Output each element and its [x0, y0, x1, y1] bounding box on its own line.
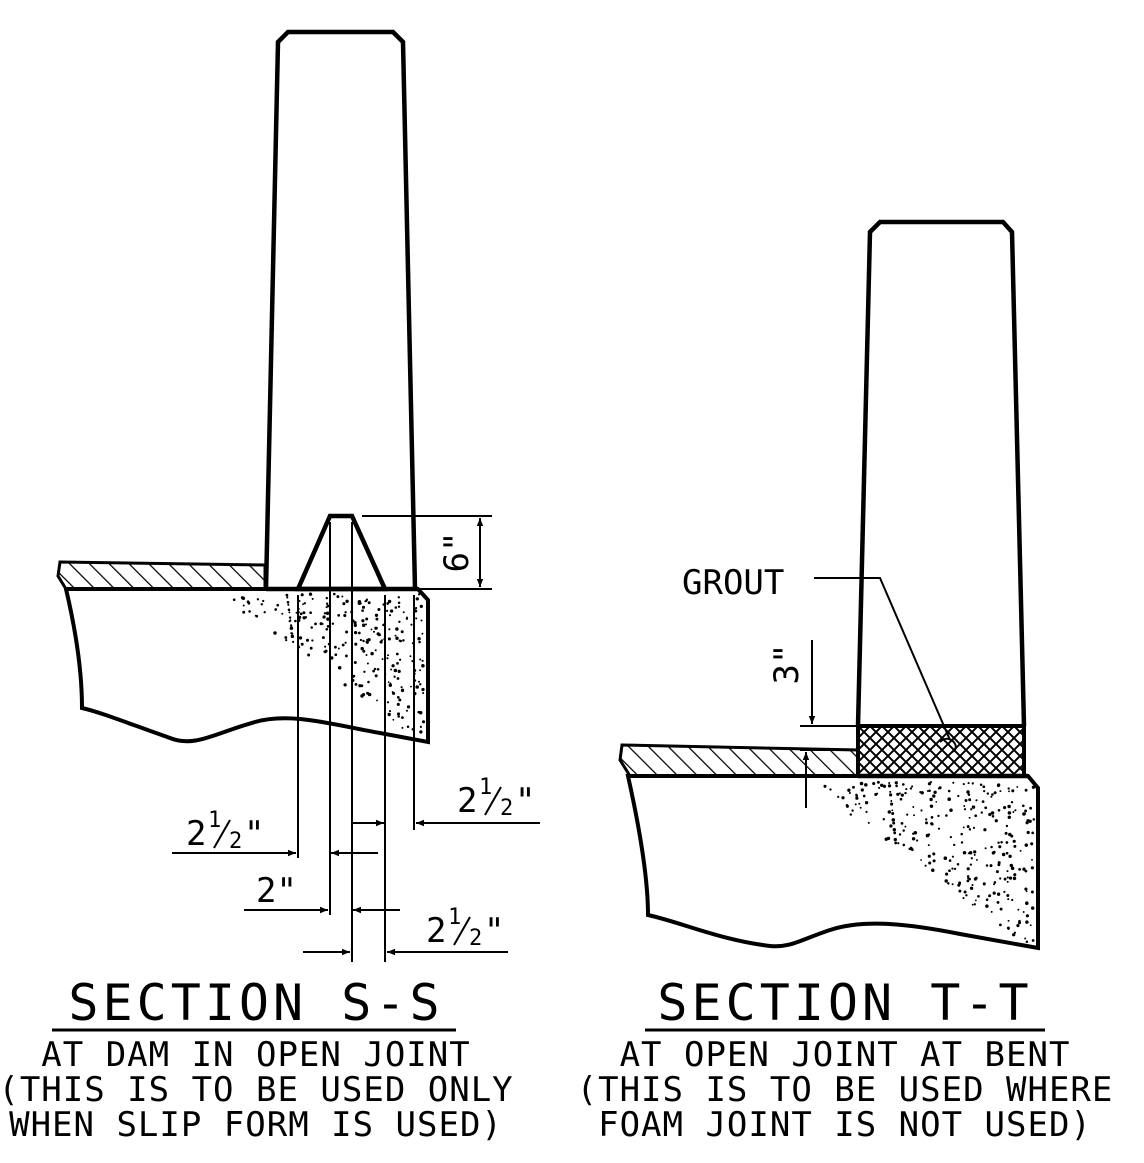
ss-title: SECTION S-S: [68, 974, 443, 1032]
tt-subtitle-line-2: (THIS IS TO BE USED WHERE: [577, 1070, 1114, 1110]
tt-dim-3in-label: 3": [767, 644, 807, 685]
tt-grout-leader: [814, 577, 951, 741]
ss-dim-6in-label: 6": [437, 532, 477, 573]
svg-text:1: 1: [208, 808, 221, 833]
ss-dim-arrows: [172, 819, 540, 956]
ss-dim-dam-width: 2": [256, 871, 297, 911]
svg-text:2: 2: [500, 796, 513, 821]
ss-concrete-stipple: [232, 592, 426, 734]
tt-concrete-stipple: [823, 780, 1036, 944]
ss-deck-overlay-hatch: [56, 560, 267, 591]
tt-subtitle-line-1: AT OPEN JOINT AT BENT: [620, 1035, 1071, 1075]
ss-dim-center-gap: 2 1 2 ": [426, 905, 504, 951]
section-ss: 6" 2 1 2 " 2 1 2 " 2" 2: [0, 29, 540, 1145]
section-tt: GROUT 3" SECTION T-T AT OPEN JOINT AT BE…: [577, 219, 1114, 1145]
ss-dim-right-outer: 2 1 2 ": [457, 775, 535, 821]
svg-text:2: 2: [457, 781, 477, 821]
ss-dim-left-outer: 2 1 2 ": [186, 808, 264, 854]
tt-title: SECTION T-T: [657, 974, 1032, 1032]
svg-text:": ": [484, 911, 504, 951]
svg-text:": ": [244, 814, 264, 854]
ss-subtitle-line-2: (THIS IS TO BE USED ONLY: [0, 1070, 514, 1110]
ss-subtitle-line-1: AT DAM IN OPEN JOINT: [41, 1035, 470, 1075]
tt-grout-block: [856, 724, 1026, 778]
svg-text:2: 2: [229, 829, 242, 854]
svg-text:1: 1: [448, 905, 461, 930]
svg-text:2: 2: [469, 926, 482, 951]
ss-slab-body: [63, 587, 430, 745]
ss-barrier-parapet: [263, 29, 418, 590]
tt-subtitle-line-3: FOAM JOINT IS NOT USED): [598, 1105, 1092, 1145]
ss-subtitle-line-3: WHEN SLIP FORM IS USED): [9, 1105, 503, 1145]
ss-dam: [294, 513, 389, 592]
tt-slab-body: [625, 774, 1040, 951]
tt-grout-callout: GROUT: [682, 563, 784, 603]
svg-text:2: 2: [426, 911, 446, 951]
svg-text:": ": [515, 781, 535, 821]
ss-extension-lines: [297, 515, 492, 962]
tt-barrier-parapet: [855, 219, 1027, 727]
svg-text:1: 1: [479, 775, 492, 800]
svg-text:2: 2: [186, 814, 206, 854]
